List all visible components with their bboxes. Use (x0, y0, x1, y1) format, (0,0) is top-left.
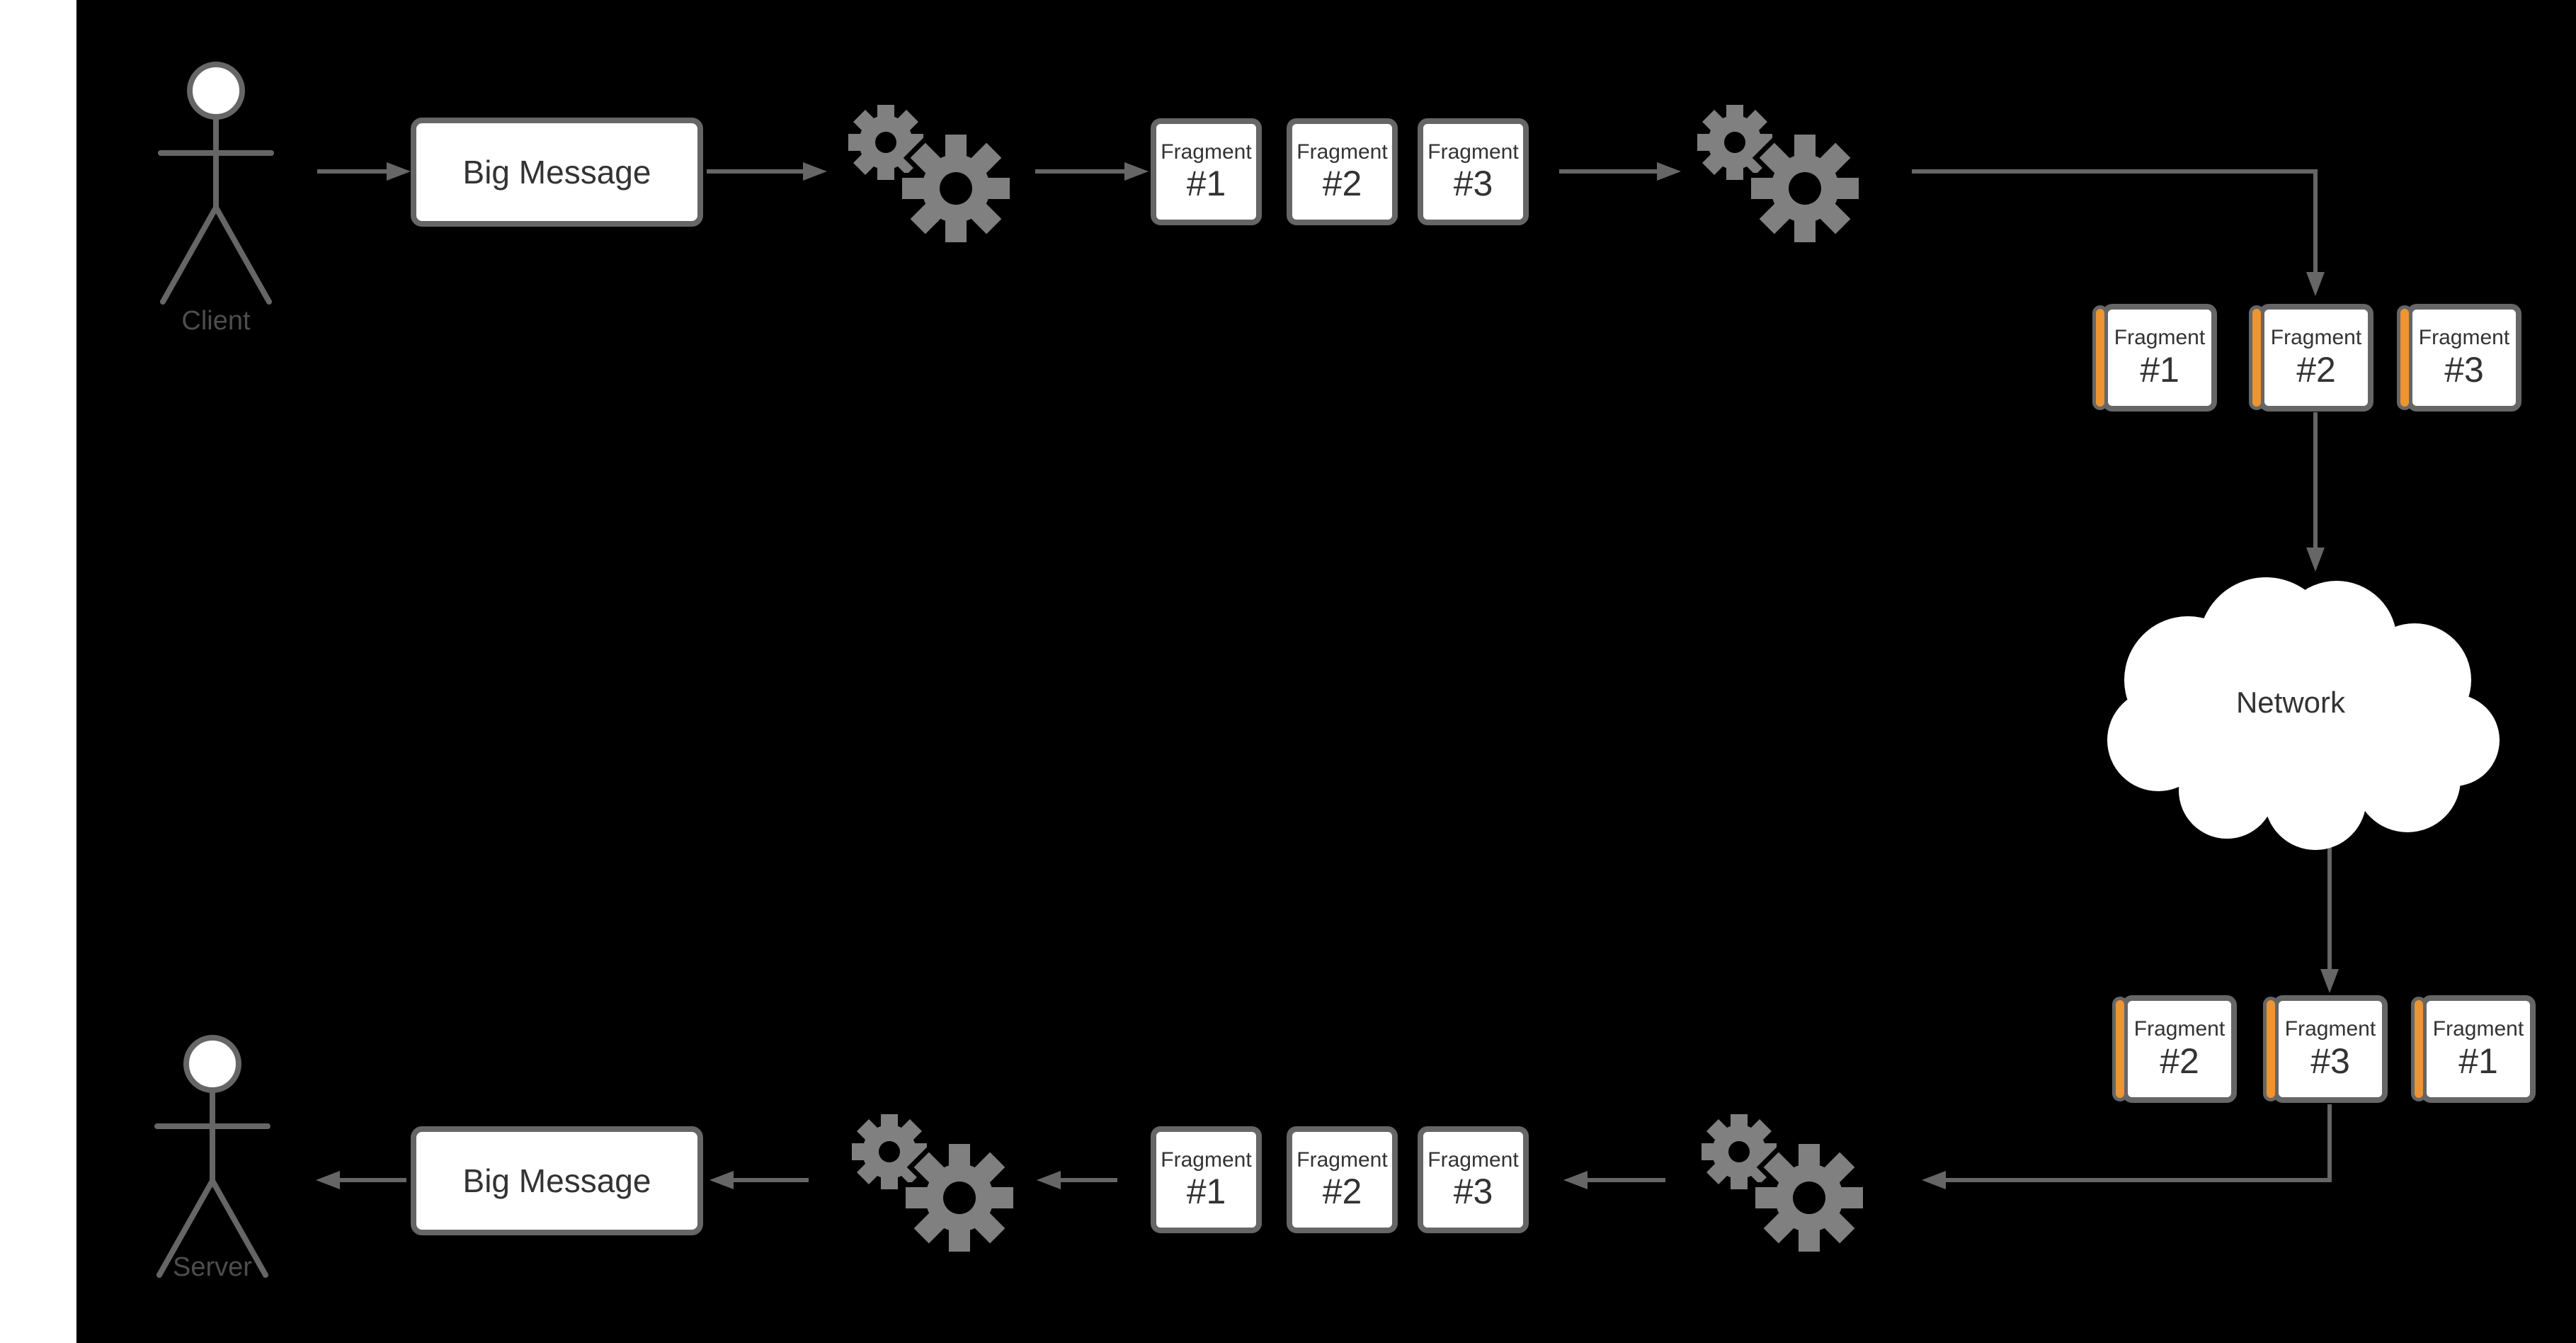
fragment-box-bottom-3: Fragment #3 (1418, 1126, 1529, 1233)
server-actor stick-figure-icon (157, 1038, 268, 1275)
client-label: Client (181, 306, 251, 336)
connector-sent-fragments-to-network (2306, 412, 2325, 572)
fragment-box-bottom-2: Fragment #2 (1287, 1126, 1398, 1233)
fragment-box-top-2: Fragment #2 (1287, 118, 1398, 225)
fragment-number: #1 (2140, 349, 2179, 390)
fragment-number: #2 (1322, 164, 1362, 204)
fragment-number: #2 (2296, 349, 2336, 390)
fragment-header-tag (2411, 997, 2427, 1101)
big-message-box-client: Big Message (411, 118, 703, 227)
fragment-header-tag (2112, 997, 2128, 1101)
fragment-word: Fragment (2133, 1017, 2225, 1041)
arrow-bottom-fragments-to-reassembler (1037, 1171, 1117, 1189)
fragment-header-tag (2092, 305, 2108, 410)
tagged-fragment-box-sent-1: Fragment #1 (2092, 304, 2217, 412)
big-message-label: Big Message (462, 1162, 651, 1199)
fragment-word: Fragment (1161, 140, 1252, 164)
fragment-word: Fragment (1427, 1148, 1519, 1172)
gears-icon-tagger (1697, 105, 1859, 242)
network-label: Network (2235, 686, 2346, 719)
fragment-box-top-3: Fragment #3 (1418, 118, 1529, 225)
arrow-big-message-to-fragmenter (707, 162, 827, 181)
connector-network-to-received-fragments (2320, 836, 2339, 993)
fragment-word: Fragment (1296, 1148, 1388, 1172)
fragment-number: #1 (1186, 1172, 1226, 1212)
fragment-number: #3 (2444, 349, 2484, 390)
arrow-fragments-to-tagger (1559, 162, 1681, 181)
fragment-header-tag (2263, 997, 2279, 1101)
fragment-number: #3 (1453, 1172, 1493, 1212)
big-message-box-server: Big Message (411, 1126, 703, 1235)
arrow-big-message-to-server (316, 1171, 406, 1189)
gears-icon-reassembler (852, 1114, 1013, 1252)
connector-tagger-to-sent-fragments (1912, 169, 2325, 296)
gears-icon-fragmenter (848, 105, 1010, 242)
arrow-reassembler-to-big-message (709, 1171, 809, 1189)
fragment-number: #2 (1322, 1172, 1362, 1212)
canvas-margin-strip (0, 0, 76, 1343)
fragment-word: Fragment (1161, 1148, 1252, 1172)
connector-received-fragments-to-reorderer (1922, 1104, 2332, 1189)
fragment-word: Fragment (2432, 1017, 2524, 1041)
fragment-word: Fragment (1296, 140, 1388, 164)
fragment-number: #1 (2458, 1041, 2498, 1081)
tagged-fragment-box-received-3: Fragment #1 (2411, 995, 2536, 1103)
fragment-word: Fragment (2418, 326, 2510, 350)
server-label: Server (173, 1252, 252, 1282)
client-actor stick-figure-icon (161, 64, 271, 302)
fragment-box-bottom-1: Fragment #1 (1151, 1126, 1262, 1233)
fragment-header-tag (2249, 305, 2264, 410)
arrow-fragmenter-to-fragments (1035, 162, 1149, 181)
fragment-box-top-1: Fragment #1 (1151, 118, 1262, 225)
arrow-client-to-big-message (317, 162, 411, 181)
fragment-word: Fragment (2284, 1017, 2376, 1041)
fragment-word: Fragment (2114, 326, 2206, 350)
fragment-word: Fragment (2270, 326, 2362, 350)
tagged-fragment-box-received-1: Fragment #2 (2112, 995, 2237, 1103)
fragment-number: #2 (2160, 1041, 2199, 1081)
tagged-fragment-box-sent-3: Fragment #3 (2397, 304, 2521, 412)
arrow-reorderer-to-bottom-fragments (1563, 1171, 1665, 1189)
gears-icon-reorderer (1702, 1114, 1863, 1252)
tagged-fragment-box-received-2: Fragment #3 (2263, 995, 2388, 1103)
fragment-header-tag (2397, 305, 2412, 410)
fragment-word: Fragment (1427, 140, 1519, 164)
fragment-number: #1 (1186, 164, 1226, 204)
big-message-label: Big Message (462, 154, 651, 191)
fragment-number: #3 (1453, 164, 1493, 204)
fragment-number: #3 (2310, 1041, 2350, 1081)
network-cloud cloud-icon (2107, 577, 2500, 850)
tagged-fragment-box-sent-2: Fragment #2 (2249, 304, 2373, 412)
